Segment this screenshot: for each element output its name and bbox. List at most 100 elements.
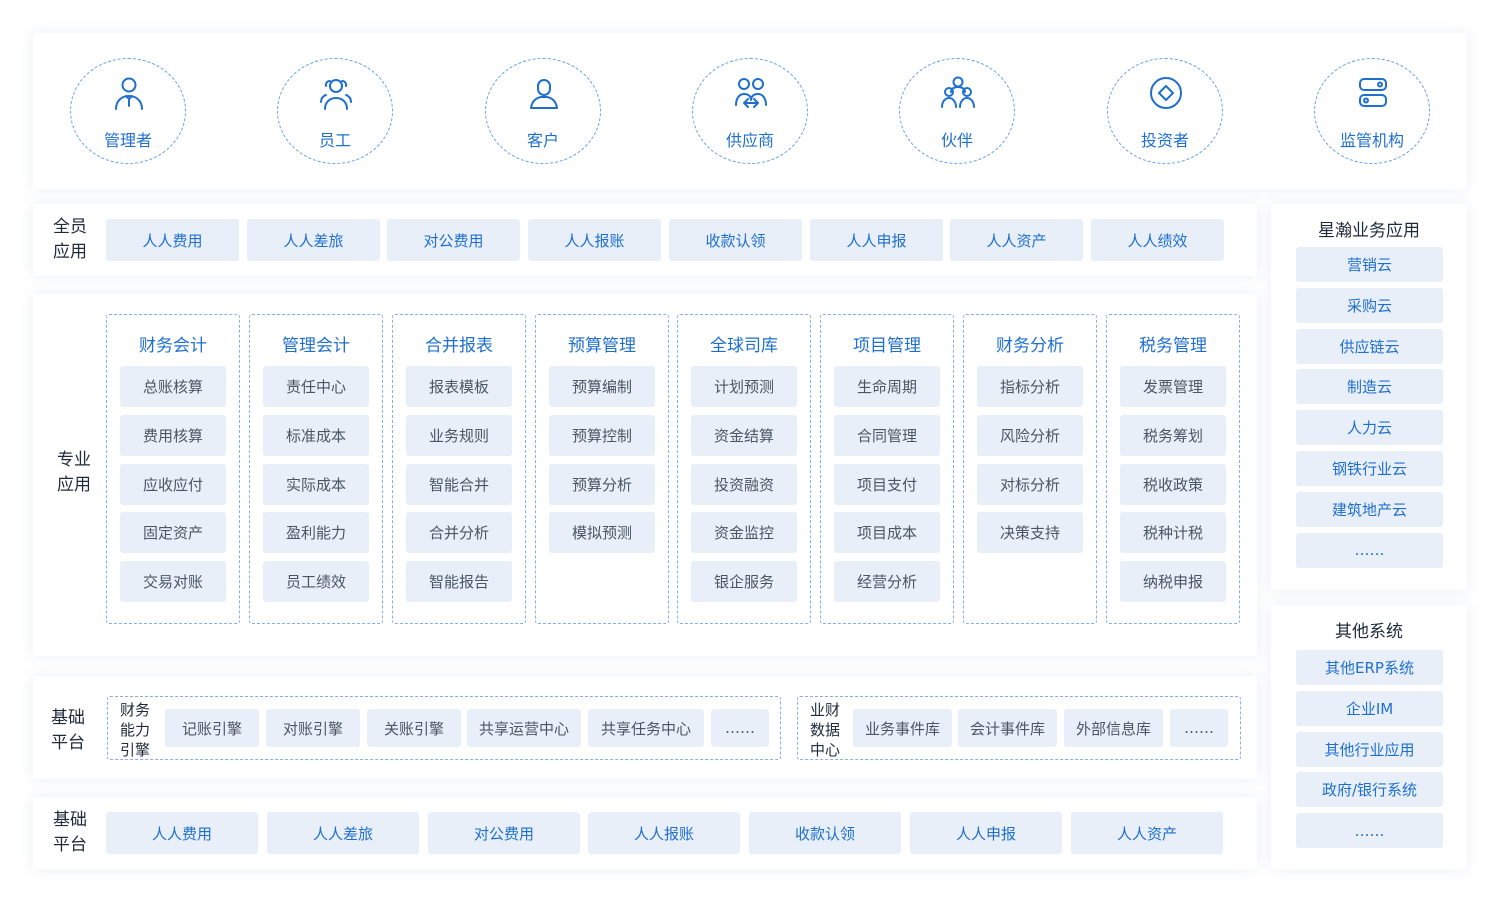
other-systems-item[interactable]: 其他行业应用 [1296,731,1443,767]
professional-item[interactable]: 预算分析 [549,463,655,505]
regulator-icon [1359,78,1387,107]
role-partner[interactable]: 伙伴 [899,58,1015,164]
finance-engine-item[interactable]: 对账引擎 [266,709,360,747]
professional-item[interactable]: 资金结算 [691,414,797,456]
professional-item[interactable]: 合并分析 [406,512,512,554]
professional-item[interactable]: 生命周期 [834,366,940,407]
professional-item[interactable]: 项目支付 [834,463,940,505]
biz-finance-data-title-line1: 业财 [809,701,840,719]
professional-item[interactable]: 税收政策 [1120,463,1226,505]
role-label: 伙伴 [940,131,973,150]
finance-engine-item[interactable]: 记账引擎 [165,709,259,747]
professional-item[interactable]: 标准成本 [263,414,369,456]
professional-item[interactable]: 智能合并 [406,463,512,505]
professional-item[interactable]: 固定资产 [120,512,226,554]
professional-item[interactable]: 费用核算 [120,414,226,456]
role-regulator[interactable]: 监管机构 [1314,58,1430,164]
role-employee[interactable]: 员工 [277,58,393,164]
xinghan-item[interactable]: 建筑地产云 [1296,491,1443,527]
finance-engine-item[interactable]: …… [711,709,769,747]
all-staff-item[interactable]: 人人报账 [528,219,661,261]
professional-item[interactable]: 员工绩效 [263,561,369,603]
professional-item[interactable]: 投资融资 [691,463,797,505]
xinghan-item[interactable]: 采购云 [1296,287,1443,323]
finance-engine-title-line1: 财务 [119,701,150,719]
role-label: 员工 [318,131,351,150]
professional-item[interactable]: 报表模板 [406,366,512,407]
supplier-icon [735,78,767,108]
professional-item[interactable]: 税务筹划 [1120,414,1226,456]
all-staff-item[interactable]: 人人差旅 [247,219,380,261]
professional-item[interactable]: 合同管理 [834,414,940,456]
professional-item[interactable]: 对标分析 [977,463,1083,505]
biz-finance-data-item[interactable]: 外部信息库 [1064,709,1163,747]
role-customer[interactable]: 客户 [485,58,601,164]
base-platform-2-label-line2: 平台 [53,835,87,855]
other-systems-item[interactable]: 其他ERP系统 [1296,650,1443,685]
biz-finance-data-item[interactable]: 业务事件库 [853,709,952,747]
role-label: 投资者 [1140,131,1189,150]
base-platform-2-item[interactable]: 对公费用 [428,812,580,854]
all-staff-item[interactable]: 人人申报 [810,219,943,261]
base-platform-2-item[interactable]: 收款认领 [749,812,901,854]
professional-item[interactable]: 决策支持 [977,512,1083,554]
finance-engine-title: 财务 能力 引擎 [112,700,158,760]
biz-finance-data-item[interactable]: 会计事件库 [958,709,1057,747]
finance-engine-item[interactable]: 共享运营中心 [467,709,581,747]
base-platform-2-item[interactable]: 人人申报 [910,812,1062,854]
xinghan-item[interactable]: 制造云 [1296,369,1443,405]
professional-item[interactable]: 项目成本 [834,512,940,554]
professional-item[interactable]: 银企服务 [691,561,797,603]
professional-item[interactable]: 发票管理 [1120,366,1226,407]
all-staff-label: 全员 应用 [43,215,97,265]
professional-item[interactable]: 盈利能力 [263,512,369,554]
role-manager[interactable]: 管理者 [70,58,186,164]
biz-finance-data-item[interactable]: …… [1170,709,1228,747]
professional-item[interactable]: 预算编制 [549,366,655,407]
xinghan-panel: 星瀚业务应用 营销云采购云供应链云制造云人力云钢铁行业云建筑地产云…… [1271,204,1467,590]
professional-item[interactable]: 模拟预测 [549,512,655,554]
professional-item[interactable]: 风险分析 [977,414,1083,456]
all-staff-item[interactable]: 对公费用 [387,219,520,261]
all-staff-label-line1: 全员 [53,217,87,237]
other-systems-item[interactable]: 企业IM [1296,690,1443,726]
professional-item[interactable]: 指标分析 [977,366,1083,407]
professional-item[interactable]: 实际成本 [263,463,369,505]
all-staff-item[interactable]: 人人费用 [106,219,239,261]
xinghan-item[interactable]: 营销云 [1296,247,1443,282]
all-staff-item[interactable]: 人人资产 [950,219,1083,261]
professional-item[interactable]: 计划预测 [691,366,797,407]
professional-item[interactable]: 税种计税 [1120,512,1226,554]
base-platform-2-item[interactable]: 人人报账 [588,812,740,854]
other-systems-item[interactable]: 政府/银行系统 [1296,772,1443,808]
professional-item[interactable]: 业务规则 [406,414,512,456]
role-investor[interactable]: 投资者 [1107,58,1223,164]
finance-engine-item[interactable]: 关账引擎 [367,709,461,747]
base-platform-2-item[interactable]: 人人费用 [106,812,258,854]
base-platform-2-item[interactable]: 人人资产 [1071,812,1223,854]
all-staff-item[interactable]: 人人绩效 [1091,219,1224,261]
biz-finance-data-group: 业财 数据 中心 业务事件库会计事件库外部信息库…… [797,696,1241,760]
base-platform-2-item[interactable]: 人人差旅 [267,812,419,854]
professional-item[interactable]: 总账核算 [120,366,226,407]
professional-item[interactable]: 应收应付 [120,463,226,505]
role-supplier[interactable]: 供应商 [692,58,808,164]
all-staff-item[interactable]: 收款认领 [669,219,802,261]
professional-item[interactable]: 智能报告 [406,561,512,603]
base-platform-1-label-line2: 平台 [51,733,85,753]
professional-item[interactable]: 资金监控 [691,512,797,554]
finance-engine-title-line2: 能力 [119,721,150,739]
professional-item[interactable]: 预算控制 [549,414,655,456]
finance-engine-item[interactable]: 共享任务中心 [588,709,704,747]
professional-item[interactable]: 纳税申报 [1120,561,1226,603]
professional-item[interactable]: 交易对账 [120,561,226,603]
professional-column-title: 预算管理 [568,336,636,356]
xinghan-item[interactable]: 人力云 [1296,410,1443,446]
xinghan-item[interactable]: 供应链云 [1296,328,1443,364]
professional-panel: 专业 应用 财务会计总账核算费用核算应收应付固定资产交易对账管理会计责任中心标准… [33,294,1257,656]
xinghan-item[interactable]: 钢铁行业云 [1296,451,1443,486]
other-systems-item[interactable]: …… [1296,813,1443,849]
professional-item[interactable]: 责任中心 [263,366,369,407]
xinghan-item[interactable]: …… [1296,532,1443,568]
professional-item[interactable]: 经营分析 [834,561,940,603]
